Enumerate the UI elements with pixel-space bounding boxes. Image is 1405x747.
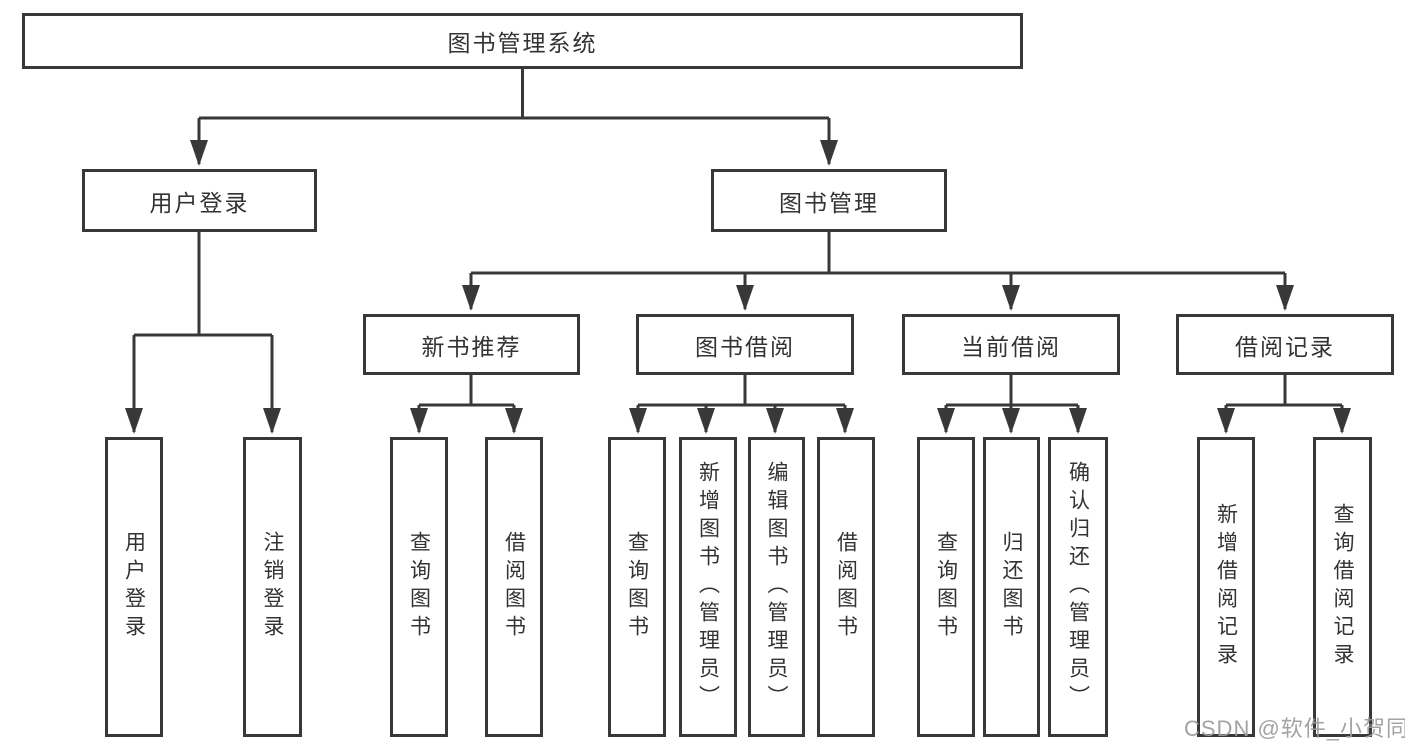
leaf-add-book-admin: 新增图书（管理员） [679,437,737,737]
node-current-borrowing: 当前借阅 [902,314,1120,375]
leaf-query-borrow-record: 查询借阅记录 [1313,437,1372,737]
leaf-query-books-recommend: 查询图书 [390,437,448,737]
leaf-user-login: 用户登录 [105,437,163,737]
node-borrowing-records: 借阅记录 [1176,314,1394,375]
leaf-query-books-borrowing-label: 查询图书 [625,531,649,643]
leaf-edit-book-admin-label: 编辑图书（管理员） [765,461,788,713]
leaf-query-books-borrowing: 查询图书 [608,437,666,737]
leaf-borrow-books-recommend-label: 借阅图书 [502,531,526,643]
leaf-borrow-books-recommend: 借阅图书 [485,437,543,737]
leaf-query-borrow-record-label: 查询借阅记录 [1331,503,1354,671]
leaf-confirm-return-admin: 确认归还（管理员） [1048,437,1108,737]
node-user-login: 用户登录 [82,169,317,232]
leaf-borrow-books-borrowing-label: 借阅图书 [834,531,858,643]
leaf-confirm-return-admin-label: 确认归还（管理员） [1066,461,1090,713]
node-library-management-system: 图书管理系统 [22,13,1023,69]
node-library-management-system-label: 图书管理系统 [447,30,598,56]
node-new-book-recommendation-label: 新书推荐 [421,333,522,360]
leaf-return-books: 归还图书 [983,437,1040,737]
node-book-management: 图书管理 [711,169,947,232]
leaf-add-book-admin-label: 新增图书（管理员） [696,461,720,713]
node-current-borrowing-label: 当前借阅 [961,333,1061,360]
leaf-query-books-current-label: 查询图书 [934,531,958,643]
leaf-return-books-label: 归还图书 [1000,531,1023,643]
node-user-login-label: 用户登录 [149,189,250,216]
leaf-borrow-books-borrowing: 借阅图书 [817,437,875,737]
leaf-logout: 注销登录 [243,437,302,737]
leaf-logout-label: 注销登录 [261,531,284,643]
node-book-borrowing-label: 图书借阅 [695,333,795,360]
leaf-add-borrow-record: 新增借阅记录 [1197,437,1255,737]
node-borrowing-records-label: 借阅记录 [1235,333,1335,360]
node-book-management-label: 图书管理 [779,189,879,216]
leaf-add-borrow-record-label: 新增借阅记录 [1214,503,1238,671]
node-new-book-recommendation: 新书推荐 [363,314,580,375]
leaf-query-books-current: 查询图书 [917,437,975,737]
leaf-query-books-recommend-label: 查询图书 [407,531,431,643]
leaf-user-login-label: 用户登录 [122,531,146,643]
leaf-edit-book-admin: 编辑图书（管理员） [748,437,805,737]
node-book-borrowing: 图书借阅 [636,314,854,375]
